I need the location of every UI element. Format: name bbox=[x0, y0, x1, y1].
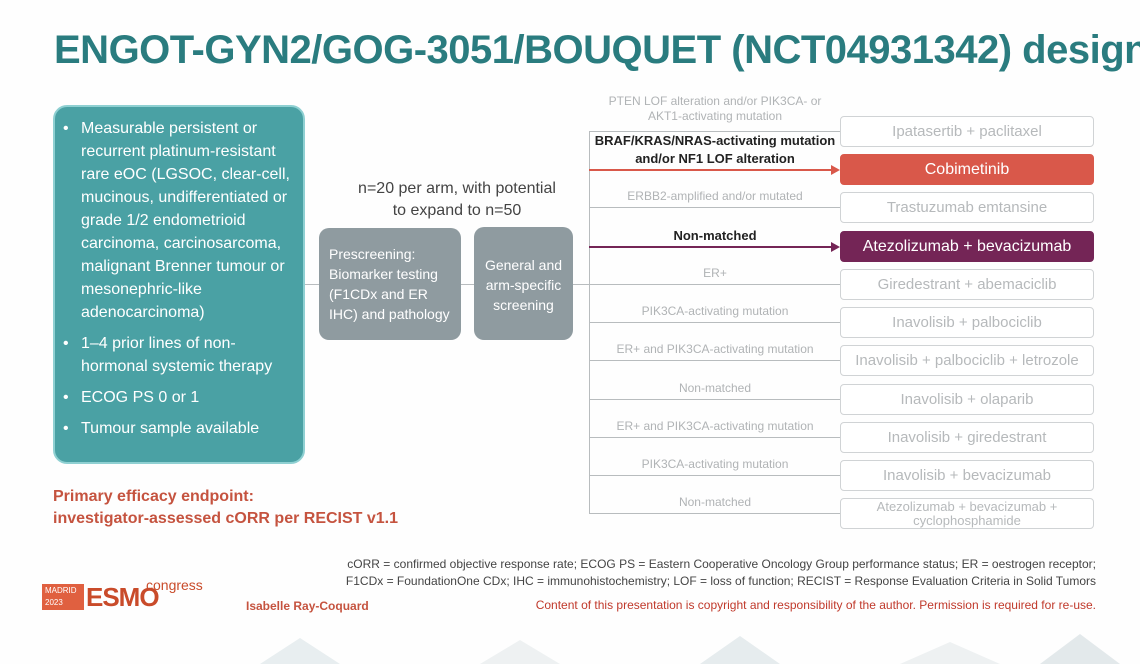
arm-criterion-label: Non-matched bbox=[678, 380, 752, 395]
arm-connector bbox=[589, 283, 840, 285]
arrowhead-icon bbox=[831, 241, 840, 252]
treatment-arm-box: Giredestrant + abemaciclib bbox=[840, 269, 1094, 300]
criteria-item: ECOG PS 0 or 1 bbox=[63, 386, 293, 409]
treatment-arm-box: Inavolisib + giredestrant bbox=[840, 422, 1094, 453]
endpoint-text: investigator-assessed cORR per RECIST v1… bbox=[53, 510, 399, 527]
treatment-arm-box: Trastuzumab emtansine bbox=[840, 192, 1094, 223]
arm-connector bbox=[589, 474, 840, 476]
arm-connector bbox=[589, 359, 840, 361]
connector-line bbox=[305, 284, 319, 285]
slide-title: ENGOT-GYN2/GOG-3051/BOUQUET (NCT04931342… bbox=[54, 28, 1140, 72]
copyright-notice: Content of this presentation is copyrigh… bbox=[535, 598, 1096, 612]
presenter-name: Isabelle Ray-Coquard bbox=[246, 599, 369, 613]
arm-criterion-label: ER+ bbox=[703, 265, 727, 280]
arm-connector bbox=[589, 168, 831, 171]
arm-connector bbox=[589, 512, 840, 514]
treatment-arm-box: Inavolisib + palbociclib bbox=[840, 307, 1094, 338]
footnote-line: cORR = confirmed objective response rate… bbox=[347, 557, 1096, 571]
prescreening-box: Prescreening: Biomarker testing (F1CDx a… bbox=[319, 228, 461, 340]
arm-criterion-label: ERBB2-amplified and/or mutated bbox=[627, 188, 803, 203]
treatment-arm-box: Atezolizumab + bevacizumab bbox=[840, 231, 1094, 262]
arm-connector bbox=[589, 436, 840, 438]
logo-brand: ESMO bbox=[86, 582, 160, 612]
arm-criterion-label: ER+ and PIK3CA-activating mutation bbox=[616, 418, 814, 433]
endpoint-heading: Primary efficacy endpoint: bbox=[53, 488, 254, 505]
arm-criterion-label: Non-matched bbox=[678, 494, 752, 509]
treatment-arm-box: Atezolizumab + bevacizumab + cyclophosph… bbox=[840, 498, 1094, 529]
criteria-list: Measurable persistent or recurrent plati… bbox=[55, 107, 303, 440]
decorative-footer-pattern bbox=[260, 634, 1120, 664]
treatment-arm-box: Inavolisib + olaparib bbox=[840, 384, 1094, 415]
abbreviations-footnote: cORR = confirmed objective response rate… bbox=[346, 556, 1096, 590]
arm-connector bbox=[589, 321, 840, 323]
criteria-item: Measurable persistent or recurrent plati… bbox=[63, 117, 293, 324]
arm-criterion-label: PIK3CA-activating mutation bbox=[641, 303, 789, 318]
footnote-line: F1CDx = FoundationOne CDx; IHC = immunoh… bbox=[345, 574, 1096, 588]
treatment-arm-box: Cobimetinib bbox=[840, 154, 1094, 185]
connector-line bbox=[461, 284, 474, 285]
arm-criterion-label: PTEN LOF alteration and/or PIK3CA- or AK… bbox=[608, 93, 822, 123]
arm-criterion-label: Non-matched bbox=[673, 227, 757, 243]
connector-line bbox=[573, 284, 589, 285]
arm-connector bbox=[589, 206, 840, 208]
arrowhead-icon bbox=[831, 164, 840, 175]
esmo-congress-logo: MADRID 2023 ESMO congress bbox=[42, 577, 203, 614]
arm-criterion-label: BRAF/KRAS/NRAS-activating mutation and/o… bbox=[594, 132, 836, 166]
criteria-item: Tumour sample available bbox=[63, 417, 293, 440]
arm-connector bbox=[589, 130, 840, 132]
arm-connector bbox=[589, 245, 831, 248]
primary-endpoint: Primary efficacy endpoint: investigator-… bbox=[53, 486, 398, 530]
treatment-arm-box: Inavolisib + palbociclib + letrozole bbox=[840, 345, 1094, 376]
treatment-arm-box: Inavolisib + bevacizumab bbox=[840, 460, 1094, 491]
arm-criterion-label: PIK3CA-activating mutation bbox=[641, 456, 789, 471]
arm-criterion-label: ER+ and PIK3CA-activating mutation bbox=[616, 341, 814, 356]
criteria-item: 1–4 prior lines of non-hormonal systemic… bbox=[63, 332, 293, 378]
logo-suffix: congress bbox=[146, 577, 203, 593]
arm-connector bbox=[589, 398, 840, 400]
treatment-arm-box: Ipatasertib + paclitaxel bbox=[840, 116, 1094, 147]
screening-box: General and arm-specific screening bbox=[474, 227, 573, 340]
logo-city-tag: MADRID 2023 bbox=[42, 584, 84, 610]
eligibility-criteria-box: Measurable persistent or recurrent plati… bbox=[53, 105, 305, 464]
arm-size-note: n=20 per arm, with potential to expand t… bbox=[358, 180, 556, 219]
